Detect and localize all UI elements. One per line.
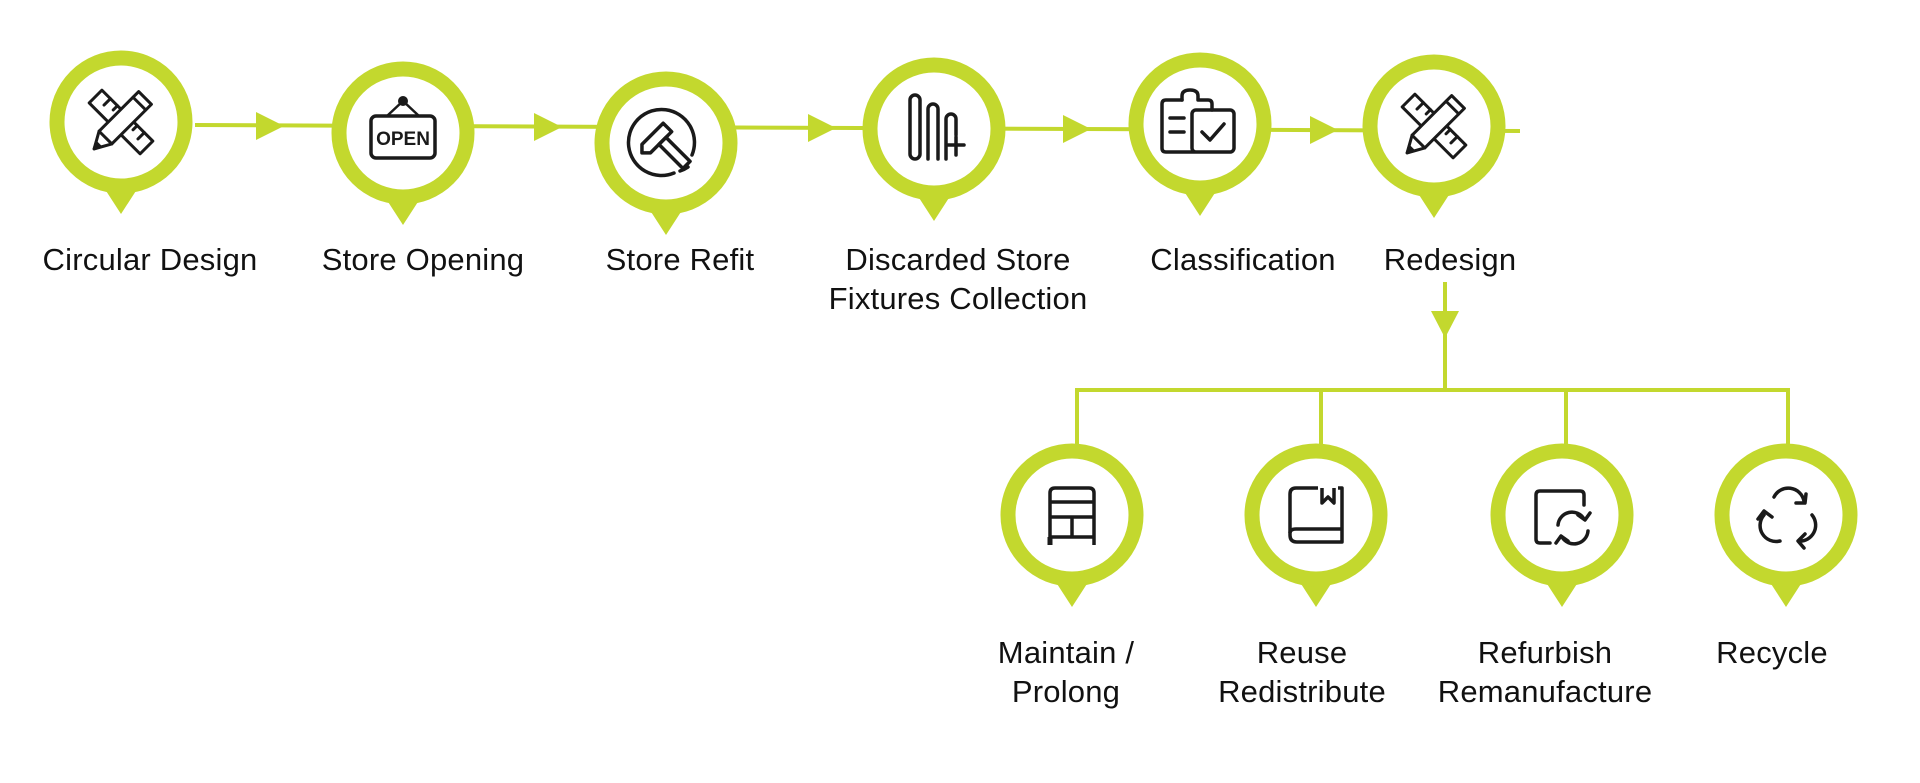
open-sign-text: OPEN [376,129,430,150]
step-label-line: Reuse [1256,635,1348,670]
step-pin-refurbish-remanufacture [1498,451,1626,607]
step-label-line: Refurbish [1477,635,1613,670]
branch-connector [1075,282,1790,450]
step-label-line: Discarded Store [845,242,1071,277]
pin-marker [1136,60,1264,216]
step-label-store-refit: Store Refit [606,240,755,279]
step-label-line: Redesign [1383,242,1517,277]
step-label-line: Circular Design [42,242,258,277]
pin-marker [602,79,730,235]
step-pin-recycle [1722,451,1850,607]
arrow-head-5 [1310,116,1338,144]
step-label-line: Classification [1150,242,1336,277]
step-label-line: Remanufacture [1437,674,1653,709]
open-sign-icon: OPEN [369,94,437,160]
step-label-circular-design: Circular Design [43,240,258,279]
step-pin-discarded-store-fixtures-collection [870,65,998,221]
step-pin-classification [1136,60,1264,216]
step-label-line: Redistribute [1218,674,1386,709]
arrow-head-1 [256,112,284,140]
step-pin-circular-design [57,58,185,214]
step-pin-reuse-redistribute [1252,451,1380,607]
step-label-line: Store Opening [321,242,525,277]
step-pin-maintain-prolong [1008,451,1136,607]
step-label-maintain-prolong: Maintain / Prolong [998,633,1134,711]
pin-marker [1498,451,1626,607]
step-label-classification: Classification [1150,240,1335,279]
step-pin-store-refit [602,79,730,235]
step-label-line: Store Refit [605,242,755,277]
step-label-line: Fixtures Collection [828,281,1088,316]
pin-marker [1722,451,1850,607]
step-label-recycle: Recycle [1716,633,1828,672]
arrow-head-4 [1063,115,1091,143]
arrow-head-2 [534,113,562,141]
step-label-line: Maintain / [997,635,1135,670]
step-label-line: Recycle [1716,635,1828,670]
step-label-line: Prolong [1011,674,1121,709]
step-pin-redesign [1370,62,1498,218]
arrow-head-3 [808,114,836,142]
step-label-redesign: Redesign [1384,240,1517,279]
pin-marker [870,65,998,221]
down-arrow-head [1431,311,1459,338]
step-pin-store-opening: OPEN [339,69,467,225]
step-label-store-opening: Store Opening [322,240,525,279]
